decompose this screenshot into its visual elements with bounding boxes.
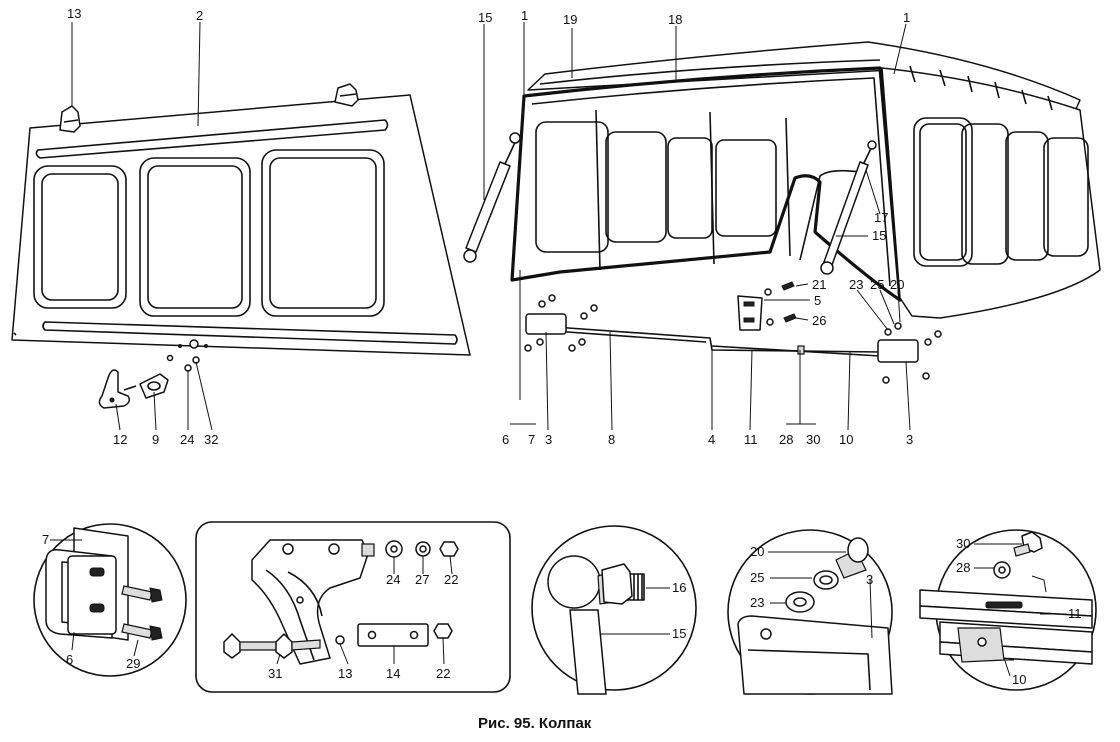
detail-e-callout-11: 11 [1068, 606, 1082, 621]
detail-c-callout-15: 15 [672, 626, 686, 641]
detail-circle-fasteners: 20 25 23 3 [727, 529, 893, 695]
detail-circle-ball-joint: 16 15 [531, 525, 697, 695]
callout-2: 2 [196, 8, 203, 23]
callout-3-left: 3 [545, 432, 552, 447]
callout-26: 26 [812, 313, 826, 328]
gas-spring-right [820, 140, 877, 275]
callout-13: 13 [67, 6, 81, 21]
detail-b-callout-27: 27 [415, 572, 429, 587]
callout-8: 8 [608, 432, 615, 447]
callout-28: 28 [779, 432, 793, 447]
callout-11: 11 [744, 432, 758, 447]
callout-30: 30 [806, 432, 820, 447]
callout-15-right: 15 [872, 228, 886, 243]
detail-a-callout-7: 7 [42, 532, 49, 547]
detail-d-callout-20: 20 [750, 544, 764, 559]
detail-box-hinge: 24 27 22 31 13 14 22 [195, 521, 511, 693]
callout-19: 19 [563, 12, 577, 27]
callout-18: 18 [668, 12, 682, 27]
leader-lines [71, 21, 911, 431]
detail-a-callout-6: 6 [66, 652, 73, 667]
callout-4: 4 [708, 432, 715, 447]
callout-21: 21 [812, 277, 826, 292]
callout-1-right: 1 [903, 10, 910, 25]
door-lock-parts [98, 354, 200, 409]
detail-circle-bracket: 7 6 29 [33, 523, 187, 677]
callout-10: 10 [839, 432, 853, 447]
canopy-shell [510, 41, 1101, 319]
callout-32: 32 [204, 432, 218, 447]
callout-20: 20 [890, 277, 904, 292]
figure-caption: Рис. 95. Колпак [478, 715, 592, 732]
detail-a-callout-29: 29 [126, 656, 140, 671]
callout-25: 25 [870, 277, 884, 292]
detail-b-callout-24: 24 [386, 572, 400, 587]
detail-b-callout-13: 13 [338, 666, 352, 681]
detail-e-callout-28: 28 [956, 560, 970, 575]
detail-d-callout-3: 3 [866, 572, 873, 587]
callout-15: 15 [478, 10, 492, 25]
callout-7: 7 [528, 432, 535, 447]
detail-e-callout-10: 10 [1012, 672, 1026, 687]
main-callouts: 13 2 15 1 19 18 1 17 15 21 5 26 23 25 20… [67, 6, 913, 447]
callout-6: 6 [502, 432, 509, 447]
callout-5: 5 [814, 293, 821, 308]
detail-c-callout-16: 16 [672, 580, 686, 595]
callout-3-right: 3 [906, 432, 913, 447]
detail-d-callout-25: 25 [750, 570, 764, 585]
detail-b-callout-31: 31 [268, 666, 282, 681]
callout-12: 12 [113, 432, 127, 447]
callout-23: 23 [849, 277, 863, 292]
callout-9: 9 [152, 432, 159, 447]
detail-b-callout-14: 14 [386, 666, 400, 681]
callout-17: 17 [874, 210, 888, 225]
gas-spring-left [463, 132, 521, 263]
detail-d-callout-23: 23 [750, 595, 764, 610]
detail-circle-rail-clamp: 30 28 11 10 [919, 529, 1097, 691]
callout-24: 24 [180, 432, 194, 447]
rear-door-panel [11, 83, 471, 356]
clamp-rod-assembly [524, 281, 942, 384]
callout-1-left: 1 [521, 8, 528, 23]
detail-b-callout-22-top: 22 [444, 572, 458, 587]
detail-b-callout-22-bottom: 22 [436, 666, 450, 681]
detail-e-callout-30: 30 [956, 536, 970, 551]
